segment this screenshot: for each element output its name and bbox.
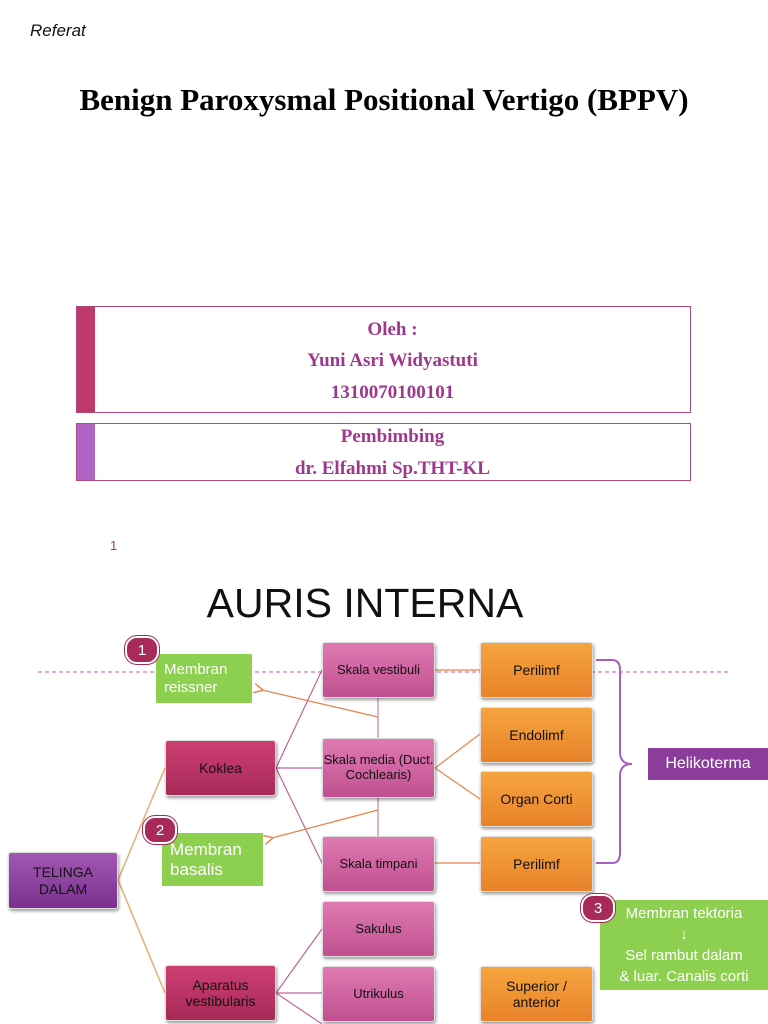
tektoria-line-3: & luar. Canalis corti (619, 968, 749, 985)
node-aparatus-vestibularis: Aparatus vestibularis (165, 965, 276, 1021)
author-label: Oleh : (367, 319, 418, 340)
down-arrow-icon: ↓ (680, 926, 688, 943)
badge-1: 1 (125, 636, 159, 664)
tektoria-line-1: Membran tektoria (625, 905, 743, 922)
koklea-branches (275, 669, 323, 864)
membrane-arrows (262, 690, 379, 838)
node-superior-anterior: Superior / anterior (480, 966, 593, 1022)
author-name: Yuni Asri Widyastuti (307, 350, 478, 371)
author-box-accent-bar (77, 307, 95, 412)
node-perilimf-bottom: Perilimf (480, 836, 593, 892)
supervisor-name: dr. Elfahmi Sp.THT-KL (294, 458, 490, 479)
tektoria-line-2: Sel rambut dalam (625, 947, 743, 964)
node-perilimf-top: Perilimf (480, 642, 593, 698)
badge-3: 3 (581, 894, 615, 922)
author-student-id: 1310070100101 (330, 382, 455, 403)
note-membran-basalis: Membran basalis (162, 833, 263, 886)
aparatus-branches (275, 928, 323, 1024)
note-membran-tektoria: Membran tektoria ↓ Sel rambut dalam & lu… (600, 900, 768, 990)
root-branches (117, 767, 166, 994)
node-skala-timpani: Skala timpani (322, 836, 435, 892)
helikoterma-brace (596, 659, 633, 864)
orange-branches (434, 669, 481, 864)
node-utrikulus: Utrikulus (322, 966, 435, 1022)
document-type-label: Referat (30, 21, 86, 40)
note-membran-reissner: Membran reissner (156, 654, 252, 703)
node-skala-media: Skala media (Duct. Cochlearis) (322, 738, 435, 798)
page-number: 1 (110, 538, 118, 553)
supervisor-label: Pembimbing (340, 426, 445, 447)
supervisor-box: Pembimbing dr. Elfahmi Sp.THT-KL (76, 423, 691, 481)
slide-title: AURIS INTERNA (206, 580, 524, 626)
node-sakulus: Sakulus (322, 901, 435, 957)
node-endolimf: Endolimf (480, 707, 593, 763)
badge-2: 2 (143, 816, 177, 844)
author-box: Oleh : Yuni Asri Widyastuti 131007010010… (76, 306, 691, 413)
node-koklea: Koklea (165, 740, 276, 796)
node-helikoterma: Helikoterma (648, 748, 768, 780)
document-title: Benign Paroxysmal Positional Vertigo (BP… (79, 82, 689, 117)
node-organ-corti: Organ Corti (480, 771, 593, 827)
supervisor-box-accent-bar (77, 424, 95, 480)
node-telinga-dalam: TELINGA DALAM (8, 852, 118, 909)
node-skala-vestibuli: Skala vestibuli (322, 642, 435, 698)
